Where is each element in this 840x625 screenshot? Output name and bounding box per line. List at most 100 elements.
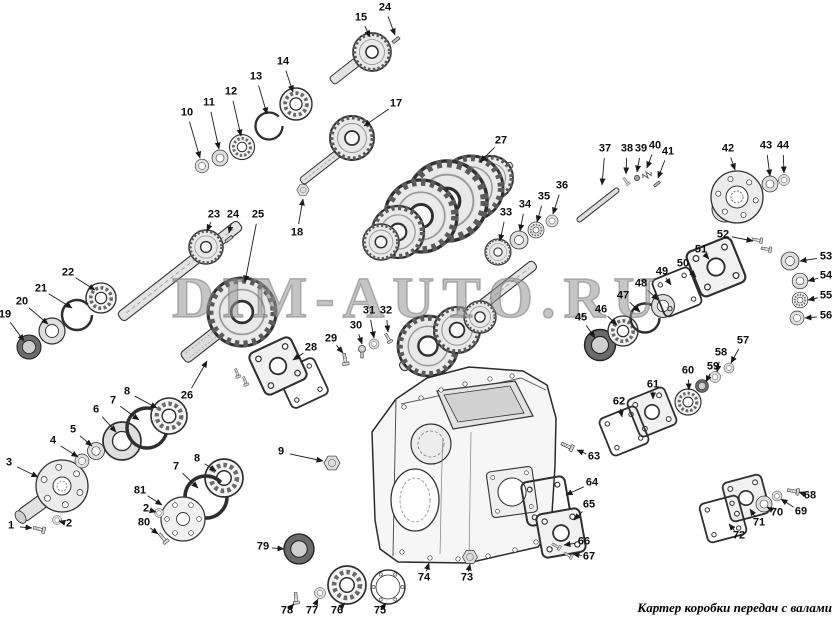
washer-20 xyxy=(38,317,66,345)
leader-line-2 xyxy=(148,507,157,514)
pin xyxy=(224,234,234,244)
leader-line-28 xyxy=(292,352,304,361)
bolt-52 xyxy=(760,245,773,254)
leader-line-34 xyxy=(518,213,525,232)
washer-31 xyxy=(368,338,380,350)
washer-5 xyxy=(87,442,105,460)
leader-line-49 xyxy=(664,277,672,286)
synchro-drum-17 xyxy=(330,116,374,160)
leader-line-40 xyxy=(646,154,653,169)
leader-line-33 xyxy=(498,221,505,242)
flange-assembly-42 xyxy=(710,170,790,224)
washer-10 xyxy=(194,158,210,174)
leader-line-76 xyxy=(338,602,346,610)
leader-line-22 xyxy=(75,277,96,291)
washer-77 xyxy=(314,587,326,599)
bearing-8 xyxy=(151,398,187,434)
leader-line-31 xyxy=(369,319,376,339)
bolt-1 xyxy=(32,524,47,535)
leader-line-13 xyxy=(258,85,269,115)
leader-line-36 xyxy=(552,194,560,215)
leader-line-24 xyxy=(227,223,234,234)
spring-40 xyxy=(642,170,652,180)
leader-line-19 xyxy=(9,322,25,342)
seal-79 xyxy=(283,533,315,565)
leader-line-48 xyxy=(647,289,659,301)
bolt xyxy=(232,367,242,379)
washer-54 xyxy=(791,272,809,290)
leader-line-75 xyxy=(379,602,387,611)
leader-line-72 xyxy=(728,523,736,531)
bottom-bearing-assembly xyxy=(283,533,406,605)
gearbox-housing xyxy=(371,366,557,564)
leader-line-66 xyxy=(563,541,576,547)
leader-line-6 xyxy=(101,416,117,433)
leader-line-15 xyxy=(364,25,371,38)
ring-6 xyxy=(102,421,142,461)
leader-line-2 xyxy=(58,519,67,526)
bolt-32 xyxy=(382,332,394,345)
gear-23 xyxy=(187,228,225,266)
leader-line-3 xyxy=(16,466,39,478)
gear-33 xyxy=(483,237,513,267)
front-flange-assembly xyxy=(14,398,243,545)
pin-24 xyxy=(391,35,401,45)
bolt-29 xyxy=(340,352,350,367)
bearing-35 xyxy=(527,221,545,239)
leader-line-47 xyxy=(629,301,641,313)
gasket-75 xyxy=(370,569,406,605)
leader-line-54 xyxy=(807,276,819,283)
bearing-76 xyxy=(328,566,366,604)
bearing-12 xyxy=(228,133,256,161)
leader-line-32 xyxy=(384,319,391,333)
drain-plug-73 xyxy=(462,550,478,564)
bolt-52 xyxy=(751,236,764,245)
leader-line-59 xyxy=(705,373,712,383)
leader-line-12 xyxy=(232,100,243,137)
leader-line-8 xyxy=(204,463,217,472)
leader-line-10 xyxy=(189,121,202,159)
diagram-caption: Картер коробки передач с валами xyxy=(637,600,832,615)
leader-line-8 xyxy=(134,395,158,409)
washer-34 xyxy=(509,230,529,250)
washer-58 xyxy=(709,371,721,383)
cover-61 xyxy=(625,385,679,439)
leader-line-35 xyxy=(535,205,543,223)
leader-line-41 xyxy=(657,160,666,179)
bearing-60 xyxy=(673,387,703,417)
leader-line-45 xyxy=(585,325,596,339)
leader-line-37 xyxy=(599,157,606,186)
washer-53 xyxy=(780,251,800,271)
leader-line-18 xyxy=(298,198,305,225)
bolt xyxy=(240,375,250,387)
cluster-gear xyxy=(361,222,401,262)
seal-pack-assembly xyxy=(597,362,735,458)
bolt-68 xyxy=(786,486,801,496)
leader-line-60 xyxy=(685,379,692,391)
bearing-14 xyxy=(278,86,314,122)
leader-line-27 xyxy=(479,147,495,163)
nut-44 xyxy=(778,174,790,186)
leader-line-4 xyxy=(60,445,79,458)
gear-cluster-27 xyxy=(361,156,514,262)
leader-line-17 xyxy=(363,108,389,127)
leader-line-52 xyxy=(731,236,754,243)
bolt-holes xyxy=(399,373,539,562)
washer-11 xyxy=(211,149,229,167)
washer-56 xyxy=(789,310,805,326)
leader-line-43 xyxy=(766,154,773,177)
leader-line-78 xyxy=(287,603,295,611)
pin-41 xyxy=(653,180,661,188)
ball-39 xyxy=(634,175,640,181)
leader-line-57 xyxy=(730,348,740,364)
leader-line-63 xyxy=(576,449,587,456)
leader-line-67 xyxy=(572,552,582,559)
output-shaft-assembly xyxy=(232,214,559,411)
cover-81 xyxy=(160,496,206,542)
leader-line-79 xyxy=(271,545,285,552)
leader-line-80 xyxy=(150,527,159,535)
washer-57 xyxy=(723,362,735,374)
shift-rod-assembly xyxy=(576,170,661,223)
leader-line-26 xyxy=(191,360,208,389)
